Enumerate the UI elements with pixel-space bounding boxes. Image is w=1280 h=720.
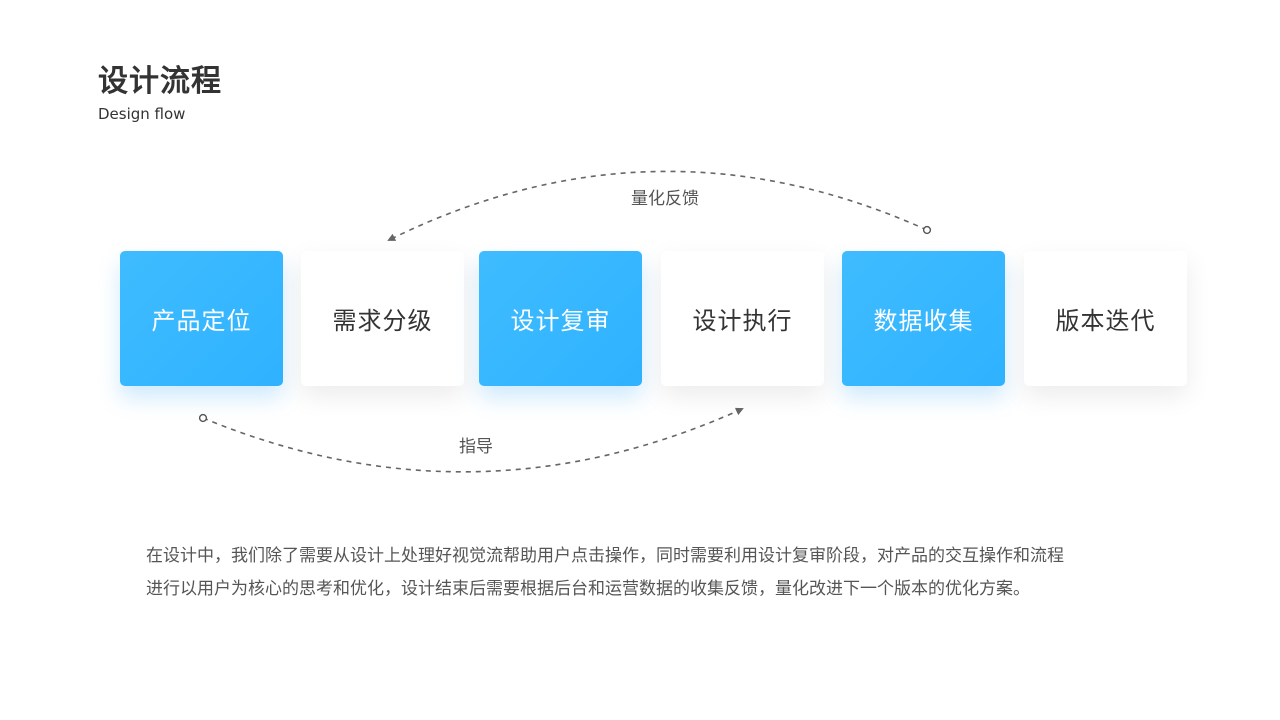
description-line-1: 在设计中，我们除了需要从设计上处理好视觉流帮助用户点击操作，同时需要利用设计复审… bbox=[146, 546, 1064, 566]
feedback-label: 量化反馈 bbox=[631, 189, 699, 209]
page-title: 设计流程 bbox=[98, 64, 222, 99]
page-subtitle: Design flow bbox=[98, 105, 186, 123]
header: 设计流程 Design flow bbox=[98, 62, 222, 124]
guide-arc-start-dot bbox=[198, 413, 208, 423]
description-line-2: 进行以用户为核心的思考和优化，设计结束后需要根据后台和运营数据的收集反馈，量化改… bbox=[146, 579, 1030, 599]
step-design-execution: 设计执行 bbox=[661, 251, 824, 386]
step-data-collection: 数据收集 bbox=[842, 251, 1005, 386]
step-product-positioning: 产品定位 bbox=[120, 251, 283, 386]
description: 在设计中，我们除了需要从设计上处理好视觉流帮助用户点击操作，同时需要利用设计复审… bbox=[146, 540, 1156, 606]
step-design-review: 设计复审 bbox=[479, 251, 642, 386]
step-requirement-grading: 需求分级 bbox=[301, 251, 464, 386]
step-version-iteration: 版本迭代 bbox=[1024, 251, 1187, 386]
flow-steps: 产品定位 需求分级 设计复审 设计执行 数据收集 版本迭代 bbox=[120, 251, 1188, 386]
guide-label: 指导 bbox=[459, 437, 493, 457]
feedback-arc-start-dot bbox=[922, 225, 932, 235]
